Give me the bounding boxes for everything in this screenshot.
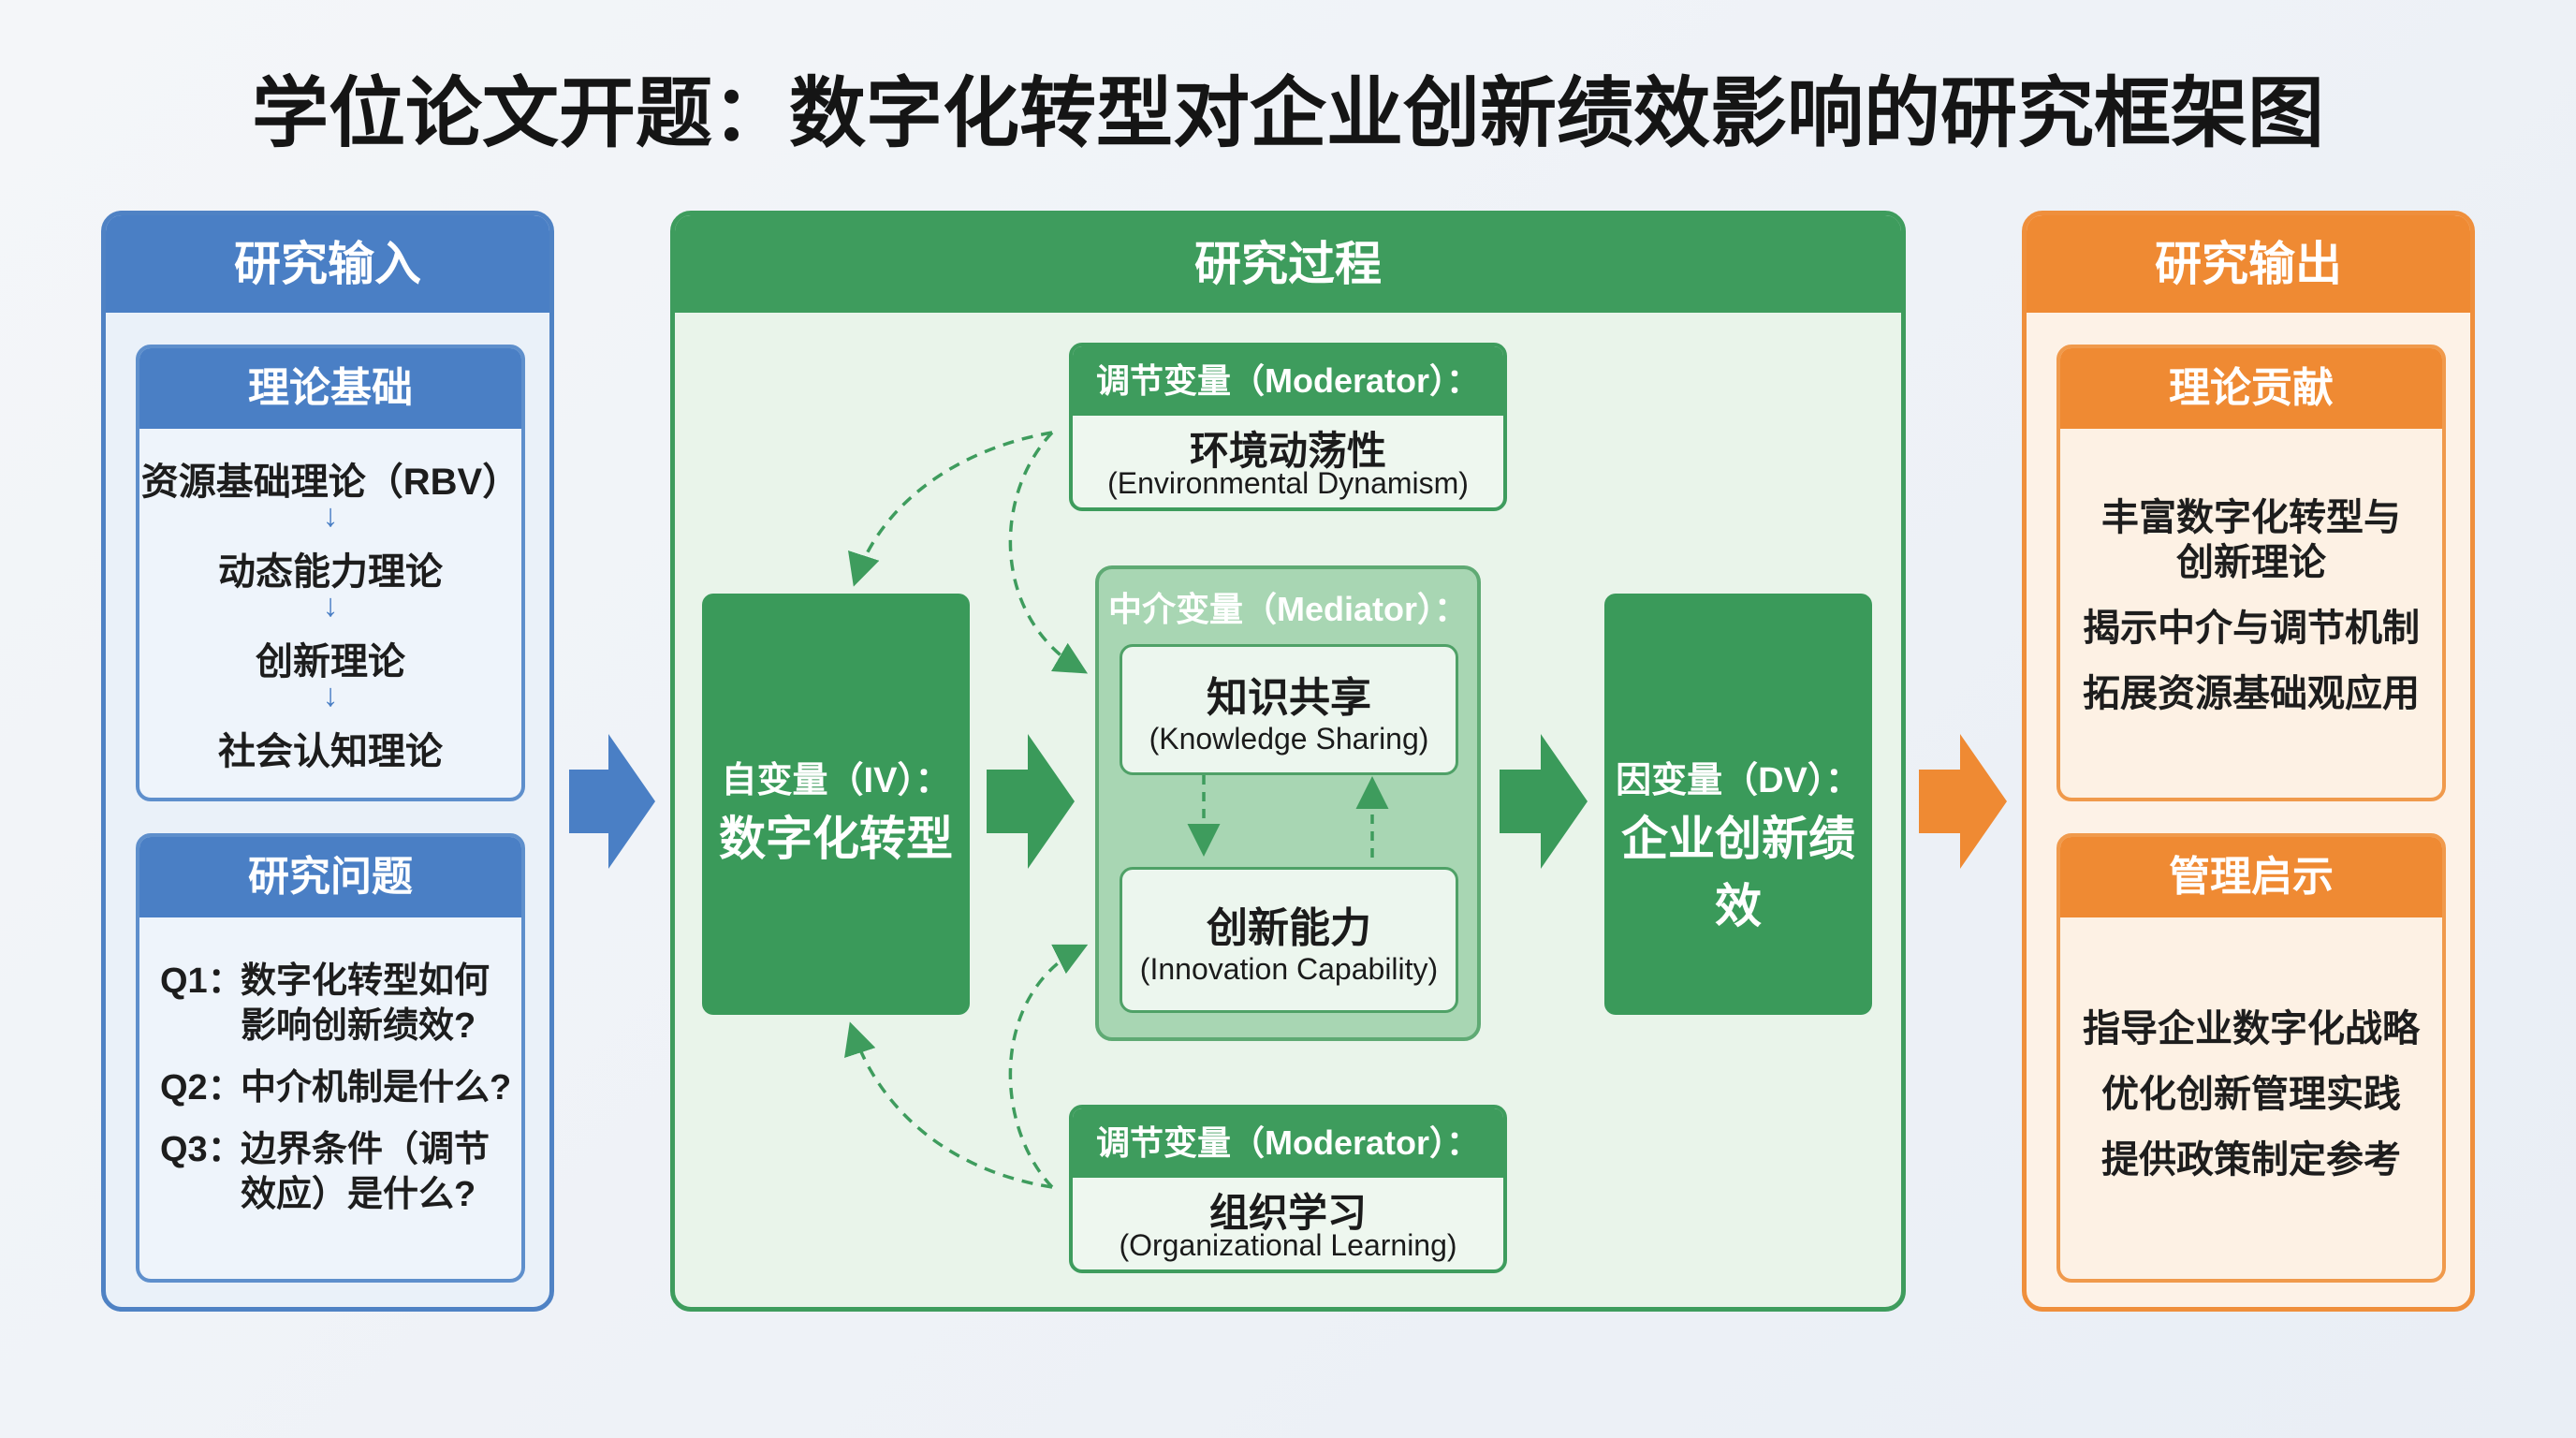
theory-contribution-header: 理论贡献	[2060, 348, 2442, 429]
down-arrow-icon: ↓	[322, 678, 339, 713]
management-implications-card: 管理启示 指导企业数字化战略 优化创新管理实践 提供政策制定参考	[2056, 833, 2446, 1283]
mediator-label: 中介变量（Mediator）：	[1107, 590, 1468, 628]
moderator-bottom-to-iv-arrow-icon	[844, 1021, 1053, 1189]
theory-contribution-line3: 揭示中介与调节机制	[2083, 608, 2420, 649]
innovation-capability-en: (Innovation Capability)	[1139, 952, 1439, 986]
theory-item-innovation: 创新理论	[256, 641, 405, 682]
research-input-header: 研究输入	[106, 215, 549, 313]
management-item-3: 提供政策制定参考	[2101, 1139, 2401, 1181]
dv-name: 企业创新绩效	[1621, 813, 1855, 932]
research-output-header: 研究输出	[2027, 215, 2470, 313]
moderator-bottom-box: 调节变量（Moderator）： 组织学习 (Organizational Le…	[1069, 1105, 1507, 1273]
research-questions-card: 研究问题 Q1： 数字化转型如何影响创新绩效? Q2： 中介机制是什么? Q3：…	[136, 833, 525, 1283]
question-2: Q2： 中介机制是什么?	[160, 1065, 511, 1110]
moderator-top-box: 调节变量（Moderator）： 环境动荡性 (Environmental Dy…	[1069, 343, 1507, 511]
moderator-top-to-iv-arrow-icon	[848, 431, 1053, 587]
moderator-top-zh: 环境动荡性	[1189, 429, 1386, 473]
management-item-1: 指导企业数字化战略	[2083, 1008, 2420, 1049]
mediator-container: 中介变量（Mediator）： 知识共享 (Knowledge Sharing)…	[1095, 565, 1481, 1041]
innovation-capability-zh: 创新能力	[1207, 905, 1371, 951]
management-implications-header: 管理启示	[2060, 837, 2442, 917]
question-1-text: 数字化转型如何影响创新绩效?	[241, 961, 490, 1046]
question-3: Q3： 边界条件（调节效应）是什么?	[160, 1127, 497, 1217]
input-to-process-arrow-icon	[569, 734, 655, 869]
iv-to-mediator-arrow-icon	[987, 734, 1075, 869]
independent-variable-box: 自变量（IV）： 数字化转型	[702, 594, 970, 1015]
iv-name: 数字化转型	[719, 813, 953, 865]
dependent-variable-box: 因变量（DV）： 企业创新绩效	[1604, 594, 1872, 1015]
moderator-top-to-mediator-arrow-icon	[1008, 431, 1089, 674]
theory-item-rbv: 资源基础理论（RBV）	[140, 462, 520, 503]
mediator-knowledge-sharing: 知识共享 (Knowledge Sharing)	[1120, 644, 1458, 775]
theory-contribution-line2: 创新理论	[2176, 542, 2326, 583]
moderator-bottom-en: (Organizational Learning)	[1119, 1228, 1457, 1262]
moderator-bottom-label: 调节变量（Moderator）：	[1073, 1108, 1503, 1178]
dv-label: 因变量（DV）：	[1616, 761, 1861, 800]
knowledge-sharing-zh: 知识共享	[1207, 675, 1371, 721]
moderator-bottom-to-mediator-arrow-icon	[1008, 944, 1089, 1189]
mediator-innovation-capability: 创新能力 (Innovation Capability)	[1120, 867, 1458, 1013]
research-output-panel: 研究输出 理论贡献 丰富数字化转型与 创新理论 揭示中介与调节机制 拓展资源基础…	[2022, 211, 2475, 1312]
research-process-header: 研究过程	[675, 215, 1901, 313]
moderator-top-label: 调节变量（Moderator）：	[1073, 346, 1503, 416]
down-arrow-icon: ↓	[322, 498, 339, 534]
down-arrow-icon: ↓	[322, 588, 339, 624]
theory-contribution-line4: 拓展资源基础观应用	[2083, 673, 2420, 714]
moderator-bottom-zh: 组织学习	[1208, 1191, 1367, 1235]
management-item-2: 优化创新管理实践	[2101, 1074, 2401, 1115]
iv-label: 自变量（IV）：	[721, 761, 951, 800]
question-2-text: 中介机制是什么?	[241, 1068, 512, 1108]
theory-item-dynamic-capability: 动态能力理论	[218, 551, 443, 593]
theory-foundation-header: 理论基础	[139, 348, 521, 429]
knowledge-sharing-en: (Knowledge Sharing)	[1149, 722, 1429, 756]
research-input-panel: 研究输入 理论基础 资源基础理论（RBV） ↓ 动态能力理论 ↓ 创新理论 ↓ …	[101, 211, 554, 1312]
mediator-to-dv-arrow-icon	[1500, 734, 1588, 869]
question-2-number: Q2：	[160, 1068, 243, 1108]
question-1: Q1： 数字化转型如何影响创新绩效?	[160, 959, 497, 1049]
research-questions-header: 研究问题	[139, 837, 521, 917]
theory-contribution-line1: 丰富数字化转型与	[2101, 497, 2401, 538]
moderator-top-en: (Environmental Dynamism)	[1107, 466, 1469, 500]
question-1-number: Q1：	[160, 961, 243, 1001]
theory-item-social-cognitive: 社会认知理论	[218, 731, 443, 772]
page-title: 学位论文开题：数字化转型对企业创新绩效影响的研究框架图	[251, 71, 2324, 156]
process-to-output-arrow-icon	[1919, 734, 2007, 869]
question-3-number: Q3：	[160, 1130, 243, 1169]
theory-contribution-card: 理论贡献 丰富数字化转型与 创新理论 揭示中介与调节机制 拓展资源基础观应用	[2056, 345, 2446, 801]
question-3-text: 边界条件（调节效应）是什么?	[241, 1130, 490, 1214]
theory-foundation-card: 理论基础 资源基础理论（RBV） ↓ 动态能力理论 ↓ 创新理论 ↓ 社会认知理…	[136, 345, 525, 801]
